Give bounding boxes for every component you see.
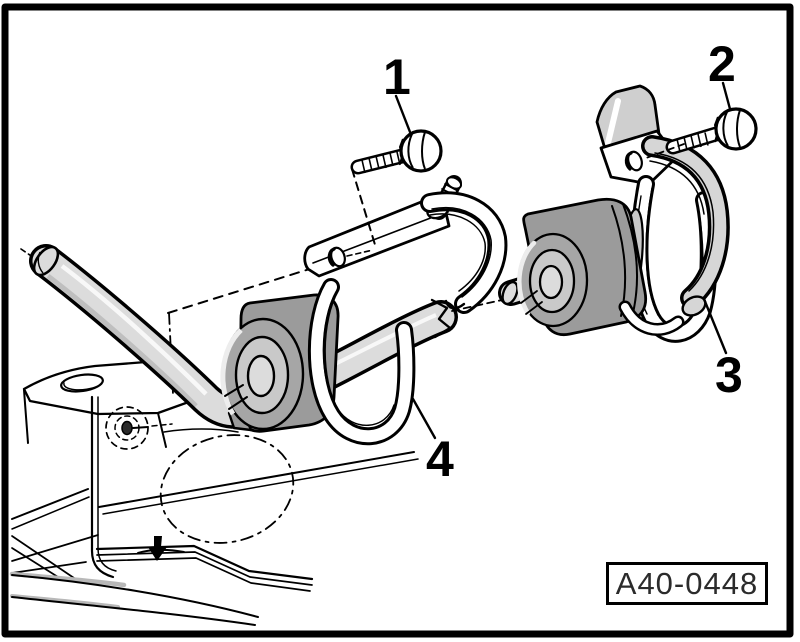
bar-break-line	[430, 298, 452, 339]
figure-reference-code: A40-0448	[615, 566, 759, 601]
leader-2	[721, 81, 732, 111]
bolt-1-head	[399, 129, 443, 173]
callout-4: 4	[426, 431, 454, 487]
frame-border	[1, 3, 794, 638]
stabilizer-assembly-right	[498, 84, 730, 343]
bushing-right	[517, 197, 648, 337]
clamp-left-strap	[307, 278, 416, 446]
subframe-oval-hole	[60, 373, 104, 393]
clamp-right-bottom-loop	[618, 300, 685, 336]
bolt-1	[350, 129, 443, 175]
alignment-guides-front	[346, 143, 685, 312]
figure-reference-box: A40-0448	[606, 562, 768, 605]
clamp-left-arm	[420, 191, 508, 314]
bolt-2-head	[714, 107, 758, 151]
position-arrow	[148, 536, 167, 561]
mounting-zone-outline	[159, 434, 295, 544]
callout-1: 1	[383, 49, 411, 105]
leader-lines	[394, 81, 732, 440]
bolt-2	[665, 107, 758, 155]
clamp-right-arm	[641, 135, 730, 317]
callout-3: 3	[715, 347, 743, 403]
subframe-bolt-hole	[105, 406, 173, 450]
leader-3	[702, 297, 728, 355]
leader-4	[411, 397, 437, 440]
callout-2: 2	[708, 36, 736, 92]
clamp-left	[303, 175, 508, 446]
leader-1	[394, 94, 412, 134]
